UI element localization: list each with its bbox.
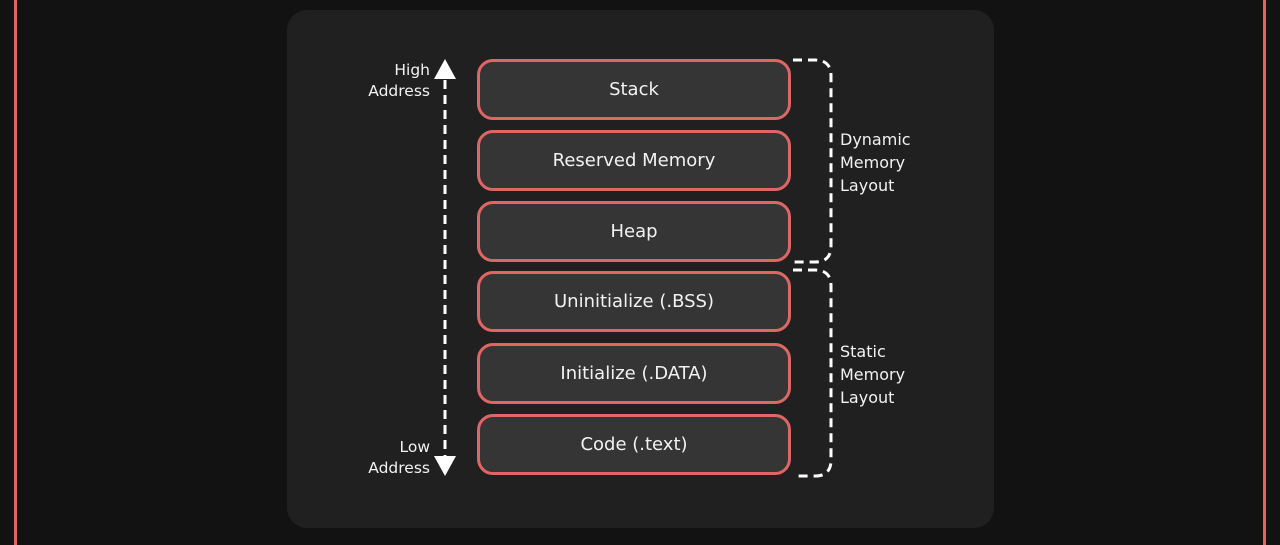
segment-text: Code (.text) bbox=[477, 414, 791, 475]
segment-stack: Stack bbox=[477, 59, 791, 120]
frame-border-right bbox=[1263, 0, 1266, 545]
static-memory-label: Static Memory Layout bbox=[840, 342, 906, 407]
segment-reserved-memory: Reserved Memory bbox=[477, 130, 791, 191]
dynamic-memory-label: Dynamic Memory Layout bbox=[840, 130, 911, 195]
static-brace-icon bbox=[793, 268, 833, 478]
frame-border-left bbox=[14, 0, 17, 545]
segment-data: Initialize (.DATA) bbox=[477, 343, 791, 404]
arrow-down-icon bbox=[434, 456, 456, 476]
segment-heap: Heap bbox=[477, 201, 791, 262]
segment-bss: Uninitialize (.BSS) bbox=[477, 271, 791, 332]
dynamic-brace-icon bbox=[793, 58, 833, 264]
arrow-up-icon bbox=[434, 59, 456, 79]
high-address-label: High Address bbox=[368, 61, 430, 100]
low-address-label: Low Address bbox=[368, 438, 430, 477]
